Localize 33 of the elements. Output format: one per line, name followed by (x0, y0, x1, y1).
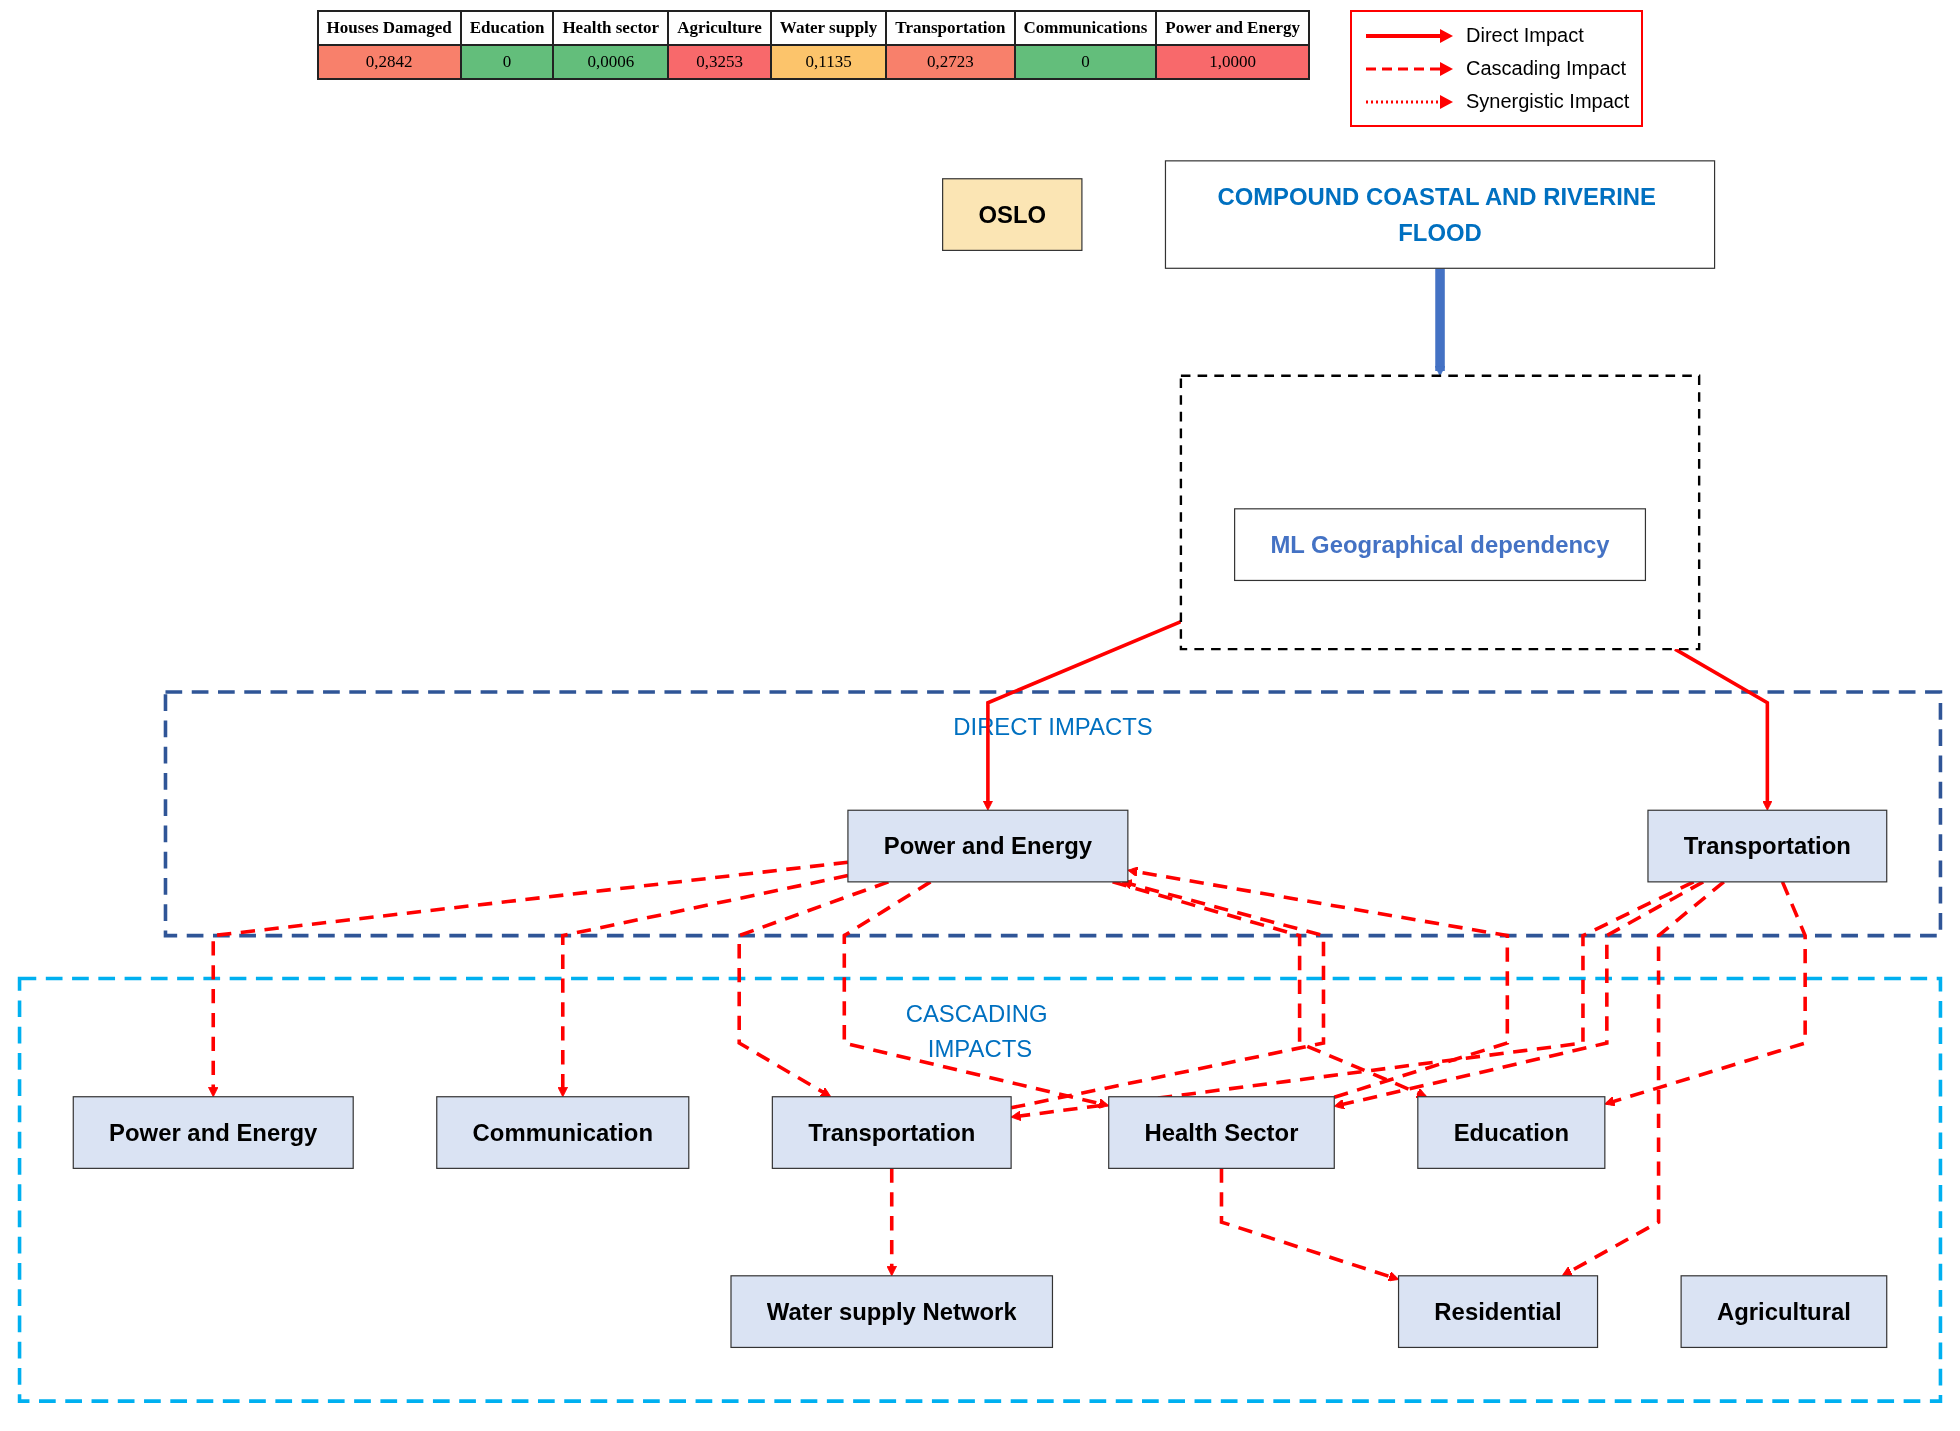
arrow (1127, 866, 1510, 1099)
legend-label: Direct Impact (1466, 24, 1584, 47)
node-box: Residential (1397, 1275, 1599, 1349)
node-box: Transportation (771, 1096, 1012, 1169)
node-box: COMPOUND COASTAL AND RIVERINE FLOOD (1164, 160, 1716, 269)
arrow (886, 1168, 897, 1277)
value-cell: 0 (460, 45, 554, 79)
node-box: Agricultural (1680, 1275, 1888, 1349)
node-box: Health Sector (1108, 1096, 1335, 1169)
column-header-cell: Houses Damaged (317, 11, 461, 45)
value-cell: 1,0000 (1156, 45, 1309, 79)
node-box: OSLO (942, 178, 1083, 251)
arrow (1561, 880, 1725, 1277)
value-cell: 0,3253 (668, 45, 771, 79)
arrow (737, 880, 889, 1098)
value-cell: 0,1135 (770, 45, 887, 79)
value-cell: 0,0006 (553, 45, 669, 79)
legend-label: Synergistic Impact (1466, 90, 1630, 113)
value-cell: 0 (1014, 45, 1157, 79)
node-box: Transportation (1647, 809, 1888, 883)
node-box: Power and Energy (72, 1096, 354, 1169)
legend-label: Cascading Impact (1466, 57, 1627, 80)
value-cell: 0,2842 (317, 45, 461, 79)
node-box: ML Geographical dependency (1234, 508, 1647, 582)
node-box: Education (1417, 1096, 1606, 1169)
node-box: Water supply Network (730, 1275, 1054, 1349)
arrow (1604, 881, 1807, 1107)
cluster (1179, 374, 1701, 651)
node-box: Power and Energy (847, 809, 1129, 883)
arrow (1112, 880, 1428, 1098)
node-box: Communication (436, 1096, 690, 1169)
column-header-cell: Power and Energy (1156, 11, 1309, 45)
value-cell: 0,2723 (886, 45, 1015, 79)
